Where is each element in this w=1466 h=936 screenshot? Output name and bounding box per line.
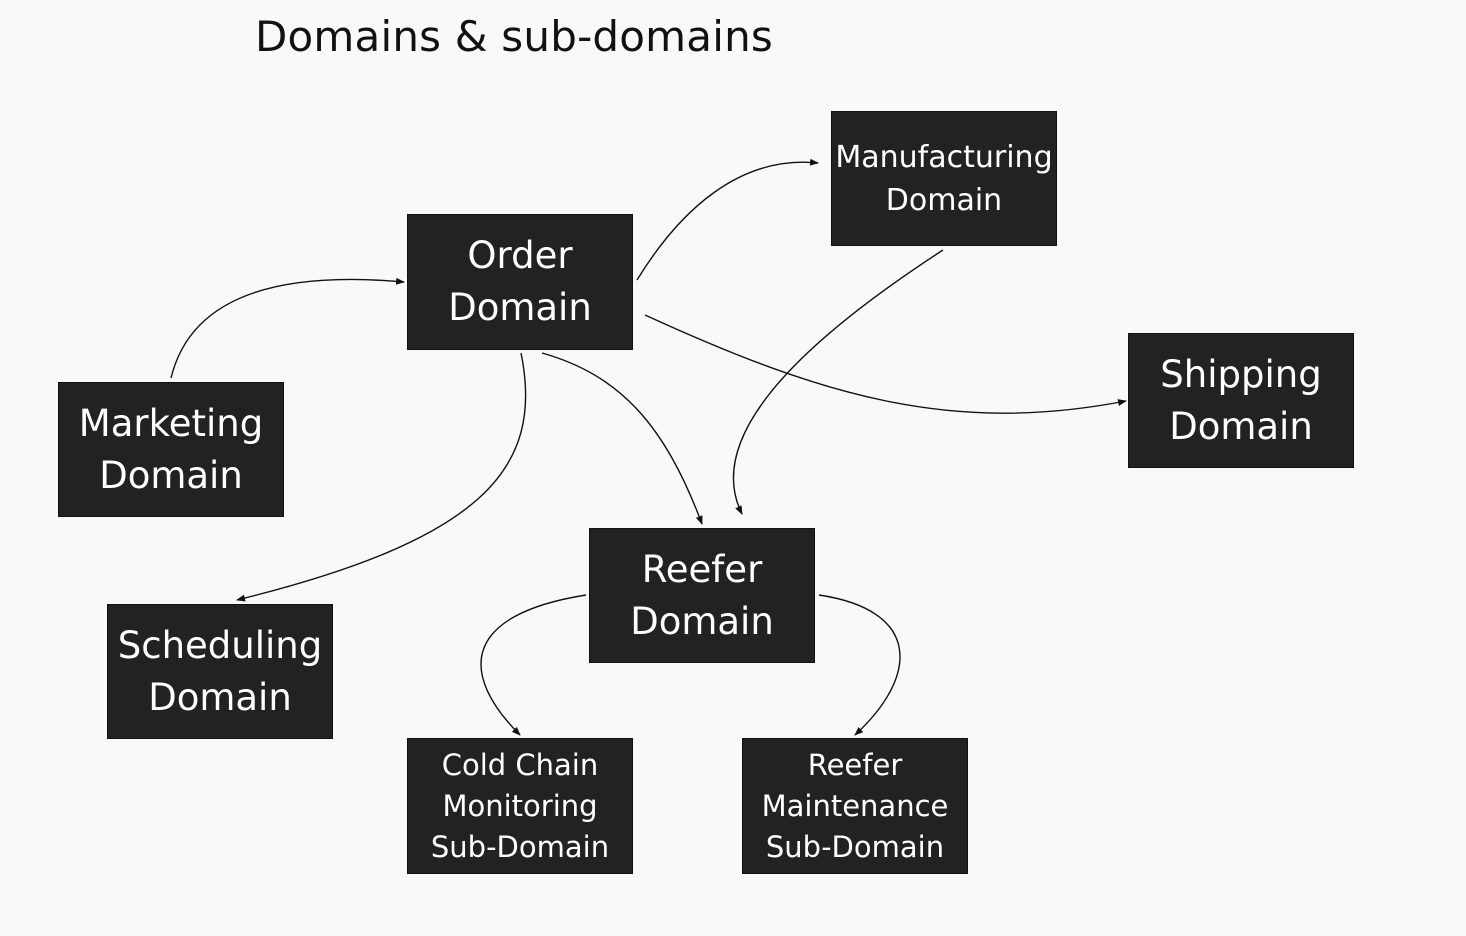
scheduling-domain-node: Scheduling Domain [107,604,333,739]
node-label: Reefer [807,747,903,782]
diagram-title: Domains & sub-domains [255,12,774,61]
edge-reefer-to-maintenance [818,594,901,736]
reefer-domain-node: Reefer Domain [589,528,815,663]
node-label: Domain [148,675,292,719]
marketing-domain-node: Marketing Domain [58,382,284,517]
cold-chain-subdomain-node: Cold Chain Monitoring Sub-Domain [407,738,633,874]
node-label: Domain [99,453,243,497]
order-domain-node: Order Domain [407,214,633,350]
node-label: Monitoring [442,788,598,823]
node-label: Order [467,234,573,277]
node-label: Sub-Domain [765,829,945,864]
node-label: Sub-Domain [430,829,610,864]
reefer-maintenance-subdomain-node: Reefer Maintenance Sub-Domain [742,738,968,874]
node-label: Maintenance [761,788,949,823]
node-label: Domain [630,599,774,643]
node-label: Cold Chain [441,747,599,782]
edge-marketing-to-order [170,277,405,379]
node-label: Domain [448,286,592,329]
node-label: Reefer [641,547,763,591]
node-label: Scheduling [117,623,323,667]
manufacturing-domain-node: Manufacturing Domain [831,111,1057,246]
shipping-domain-node: Shipping Domain [1128,333,1354,468]
node-label: Domain [885,182,1003,218]
node-label: Marketing [78,401,264,445]
edge-order-to-shipping [644,314,1127,414]
edge-manufacturing-to-reefer [732,249,944,515]
node-label: Shipping [1160,352,1322,396]
edge-order-to-reefer [541,352,703,525]
node-label: Domain [1169,404,1313,448]
edge-reefer-to-coldchain [480,594,587,736]
node-label: Manufacturing [835,139,1053,175]
edge-order-to-manufacturing [636,158,819,281]
